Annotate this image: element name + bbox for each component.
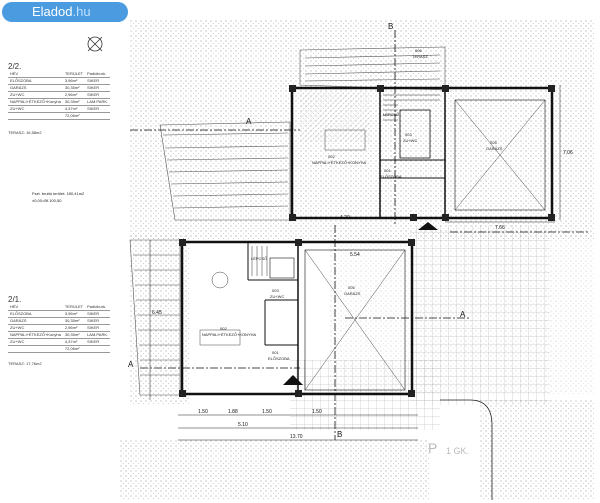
- room-name-stair-lower: LÉPCSŐ: [251, 256, 268, 261]
- section-marker-b-top: B: [388, 22, 394, 31]
- room-code-garage-lower: 005: [348, 285, 355, 290]
- room-name-garage-lower: GARÁZS: [344, 291, 361, 296]
- table-total-row: 72,06m²: [8, 112, 111, 120]
- site-dotted-area-bottom: [120, 440, 430, 500]
- dimension: 1.50: [262, 409, 272, 415]
- upper-unit-walls: [290, 86, 554, 220]
- dimension: 13.70: [290, 434, 303, 440]
- room-code-hall-upper: 001: [384, 168, 391, 173]
- room-code-living-lower: 002: [220, 326, 227, 331]
- parking-label: 1 GK.: [446, 446, 470, 456]
- section-marker-a-upper: A: [246, 117, 252, 126]
- room-code-bath-lower: 003: [272, 288, 279, 293]
- room-name-bath-lower: ZU+WC: [270, 294, 285, 299]
- table-header-row: HÉV TERÜLET Padlóburk.: [8, 304, 111, 311]
- north-arrow-icon: [87, 36, 103, 52]
- dimension: 6.45: [152, 310, 162, 316]
- parking-symbol: P: [428, 440, 438, 456]
- dimension: 4.20: [340, 215, 350, 221]
- section-lines: [130, 30, 590, 440]
- furniture: [199, 129, 366, 346]
- dimension: 1.50: [198, 409, 208, 415]
- lower-unit-columns: [179, 239, 415, 397]
- room-name-hall-upper: ELŐSZOBA: [380, 174, 402, 179]
- section-marker-a-lower: A: [128, 360, 134, 369]
- dimension: 1.50: [312, 409, 322, 415]
- site-dotted-area-right: [480, 400, 595, 500]
- table-total-row: 72,06m²: [8, 345, 111, 353]
- table-title: 2/2.: [8, 62, 22, 71]
- section-marker-b-bottom: B: [337, 430, 343, 439]
- entrance-arrow-lower: [283, 375, 303, 385]
- upper-unit-columns: [289, 85, 555, 221]
- watermark-brand: Eladod: [32, 4, 73, 19]
- table-title: 2/1.: [8, 295, 22, 304]
- room-name-terrace: TERASZ: [412, 54, 428, 59]
- parking-driveway-edge: [440, 399, 493, 500]
- dimension: 1.88: [228, 409, 238, 415]
- level-note-area: Fszt. bruttó terület: 180,41m2: [32, 191, 85, 196]
- room-name-stair-upper: LÉPCSŐ: [383, 112, 400, 117]
- room-code-hall-lower: 001: [272, 350, 279, 355]
- room-name-garage-upper: GARÁZS: [486, 146, 503, 151]
- room-name-living-upper: NAPPALI+ÉTKEZŐ+KONYHA: [312, 160, 367, 165]
- dimension: 7.06: [563, 150, 573, 156]
- section-marker-a-right: A: [460, 310, 466, 319]
- room-name-living-lower: NAPPALI+ÉTKEZŐ+KONYHA: [202, 332, 257, 337]
- dimension-lines: [149, 85, 561, 441]
- room-name-hall-lower: ELŐSZOBA: [268, 356, 290, 361]
- room-code-living-upper: 002: [328, 154, 335, 159]
- dimension: 7.66: [495, 225, 505, 231]
- level-note-elevation: ±0,00=Bf.100,50: [32, 198, 62, 203]
- terrace-area: TERASZ: 16,58m2: [8, 130, 42, 135]
- table-header-row: HÉV TERÜLET Padlóburk.: [8, 71, 111, 78]
- dimension: 5.54: [350, 252, 360, 258]
- room-code-garage-upper: 005: [490, 140, 497, 145]
- entrance-arrow-upper: [418, 222, 438, 230]
- room-code-bath-upper: 003: [405, 132, 412, 137]
- terrace-area: TERASZ: 17,76m2: [8, 361, 42, 366]
- stairs: [251, 94, 440, 276]
- room-code-terrace: 006: [415, 48, 422, 53]
- watermark-tld: .hu: [72, 4, 91, 19]
- watermark-logo: Eladod.hu: [2, 2, 128, 22]
- room-name-bath-upper: ZU+WC: [403, 138, 418, 143]
- dimension: 5.10: [238, 422, 248, 428]
